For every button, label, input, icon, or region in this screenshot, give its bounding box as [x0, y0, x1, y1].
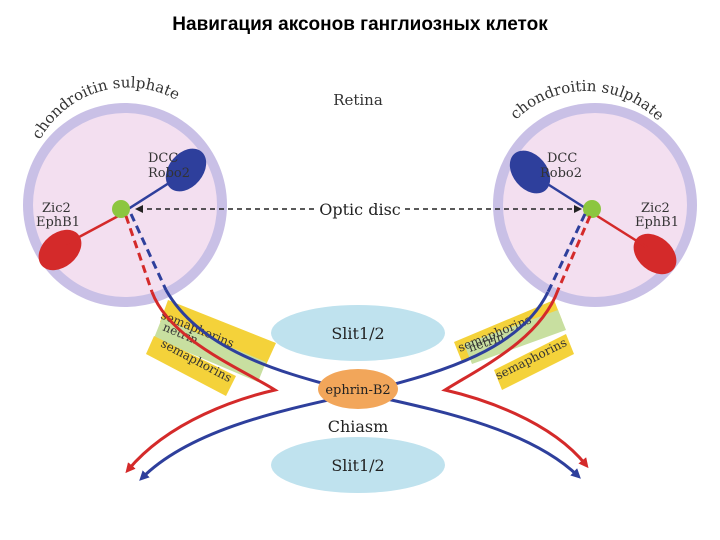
left-red-axon-dashed: [124, 215, 154, 293]
ephrin-b2-region: [318, 369, 398, 409]
right-optic-disc-spot: [583, 200, 601, 218]
right-zic2-label: Zic2: [641, 201, 670, 216]
left-eye: chondroitin sulphate DCC Robo2 Zic2 EphB…: [23, 73, 227, 307]
right-dcc-robo2-cell: [509, 150, 551, 194]
slit-region-bottom: [271, 437, 445, 493]
left-robo2-label: Robo2: [148, 166, 190, 181]
left-zic2-label: Zic2: [42, 201, 71, 216]
right-red-axon-ipsilateral: [441, 289, 589, 469]
slide-title: Навигация аксонов ганглиозных клеток: [172, 14, 548, 35]
left-blue-axon-dashed: [129, 213, 168, 291]
right-robo2-label: Robo2: [540, 166, 582, 181]
right-zic2-ephb1-cell: [633, 233, 677, 275]
left-optic-disc-spot: [112, 200, 130, 218]
right-eye: chondroitin sulphate DCC Robo2 Zic2 EphB…: [493, 77, 697, 307]
left-semaphorins-band-upper: [160, 300, 276, 365]
retina-label: Retina: [333, 91, 383, 109]
left-semaphorins-band-lower: [146, 336, 236, 396]
right-dcc-label: DCC: [547, 151, 577, 166]
left-dcc-label: DCC: [148, 151, 178, 166]
left-red-axon-ipsilateral: [125, 291, 279, 474]
slit-bottom-label: Slit1/2: [331, 456, 384, 475]
slit-region-top: [271, 305, 445, 361]
slit-top-label: Slit1/2: [331, 324, 384, 343]
right-blue-axon-dashed: [546, 213, 587, 293]
ephrin-label: ephrin-B2: [325, 383, 390, 398]
left-ephb1-label: EphB1: [36, 215, 80, 230]
chiasm-label: Chiasm: [328, 417, 389, 436]
left-zic2-ephb1-cell: [38, 229, 82, 271]
right-semaphorins-band-lower: [494, 334, 574, 390]
left-dcc-robo2-cell: [165, 148, 207, 192]
right-red-axon-dashed: [556, 215, 592, 291]
optic-disc-label: Optic disc: [319, 200, 401, 219]
right-ephb1-label: EphB1: [635, 215, 679, 230]
